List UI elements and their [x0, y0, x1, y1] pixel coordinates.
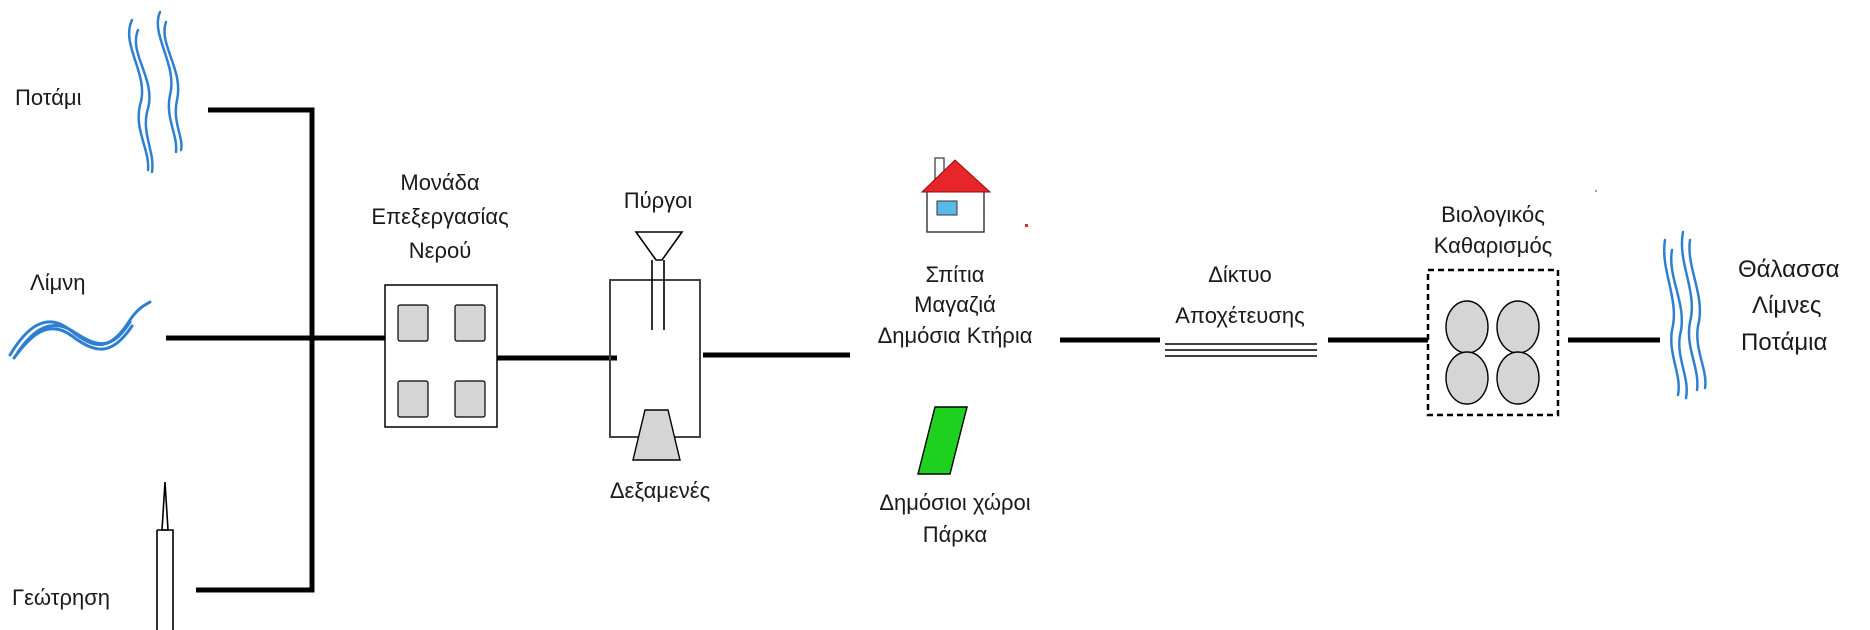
- treatment-label-3: Νερού: [409, 238, 471, 263]
- buildings-label-2: Μαγαζιά: [914, 292, 996, 317]
- collector-pipe: [166, 107, 386, 593]
- biological-unit-icon: [1426, 268, 1560, 417]
- buildings-label-1: Σπίτια: [926, 262, 985, 287]
- house-icon: [920, 157, 992, 233]
- public-label-2: Πάρκα: [923, 522, 988, 547]
- park-icon: [917, 406, 968, 475]
- tanks-label: Δεξαμενές: [610, 478, 710, 503]
- river-icon: [127, 10, 183, 174]
- river-label: Ποτάμι: [15, 85, 82, 110]
- biological-label-2: Καθαρισμός: [1434, 233, 1553, 258]
- outlet-label-1: Θάλασσα: [1738, 256, 1840, 283]
- tower-tank-icon: [609, 231, 701, 461]
- outlet-label-3: Ποτάμια: [1741, 329, 1828, 356]
- sewer-network-icon: [1165, 343, 1317, 357]
- treatment-unit-icon: [384, 284, 498, 428]
- public-label-1: Δημόσιοι χώροι: [879, 490, 1030, 515]
- treatment-label-1: Μονάδα: [400, 170, 480, 195]
- lake-label: Λίμνη: [30, 270, 86, 295]
- outlet-label-2: Λίμνες: [1752, 292, 1821, 319]
- buildings-label-3: Δημόσια Κτήρια: [878, 323, 1033, 348]
- treatment-label-2: Επεξεργασίας: [371, 204, 508, 229]
- outlet-water-icon: [1662, 230, 1707, 400]
- borehole-label: Γεώτρηση: [12, 585, 110, 610]
- biological-label-1: Βιολογικός: [1441, 202, 1545, 227]
- sewer-label-1: Δίκτυο: [1208, 262, 1272, 287]
- lake-icon: [8, 300, 152, 360]
- borehole-icon: [156, 481, 174, 630]
- sewer-label-2: Αποχέτευσης: [1175, 303, 1305, 328]
- dot-mark: [1025, 224, 1028, 227]
- dot-mark-2: [1595, 190, 1597, 192]
- towers-label: Πύργοι: [624, 188, 693, 213]
